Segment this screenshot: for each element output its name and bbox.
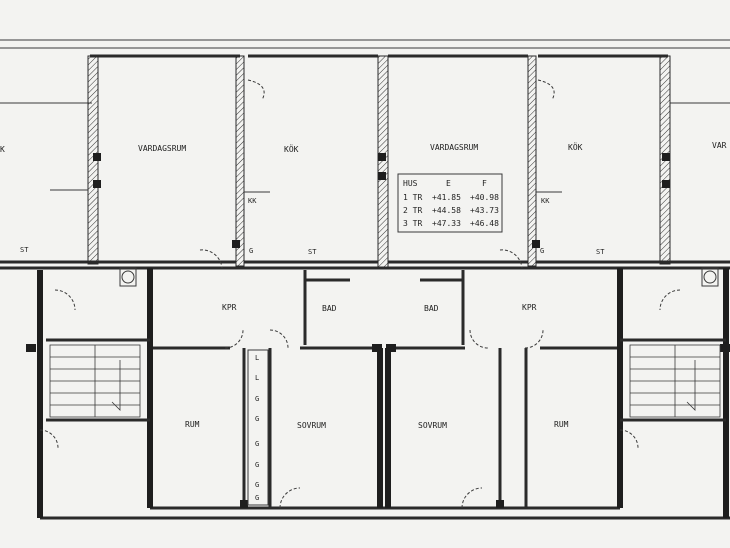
dimension-lines — [0, 39, 730, 104]
closet-label: G — [255, 440, 259, 448]
level-table-floor: 2 TR — [403, 206, 422, 215]
level-table: HUS E F 1 TR +41.85 +40.98 2 TR +44.58 +… — [397, 173, 503, 233]
label-st: ST — [596, 248, 605, 256]
room-label-bad: BAD — [424, 304, 439, 313]
room-label-vardagsrum-right-edge: VAR — [712, 141, 727, 150]
stairs-right — [629, 344, 721, 418]
level-table-header-f: F — [482, 179, 487, 188]
closet-label: G — [255, 481, 259, 489]
closet-label: G — [255, 395, 259, 403]
stairs-left — [49, 344, 141, 418]
room-label-kpr: KPR — [522, 303, 537, 312]
room-labels: K VARDAGSRUM KÖK VARDAGSRUM KÖK VAR KPR … — [0, 141, 727, 430]
room-label-sovrum: SOVRUM — [297, 421, 326, 430]
label-kk: KK — [248, 197, 257, 205]
closet-label: G — [255, 415, 259, 423]
closet-labels: L L G G G G G G — [255, 354, 259, 502]
room-label-kpr: KPR — [222, 303, 237, 312]
fixtures — [119, 267, 719, 287]
level-table-f: +46.48 — [470, 219, 499, 228]
level-table-header-e: E — [446, 179, 451, 188]
level-table-f: +40.98 — [470, 193, 499, 202]
room-label-sovrum: SOVRUM — [418, 421, 447, 430]
level-table-e: +41.85 — [432, 193, 461, 202]
closet-label: L — [255, 374, 259, 382]
label-st: ST — [20, 246, 29, 254]
level-table-floor: 3 TR — [403, 219, 422, 228]
room-label-kok-left-edge: K — [0, 145, 5, 154]
closet-label: G — [255, 461, 259, 469]
interior-walls — [0, 189, 730, 518]
closet-column — [247, 349, 269, 506]
label-st: ST — [308, 248, 317, 256]
room-label-kok: KÖK — [284, 144, 299, 154]
closet-label: L — [255, 354, 259, 362]
room-label-kok: KÖK — [568, 142, 583, 152]
room-label-rum: RUM — [554, 420, 569, 429]
room-label-rum: RUM — [185, 420, 200, 429]
level-table-floor: 1 TR — [403, 193, 422, 202]
label-g: G — [249, 247, 253, 255]
level-table-e: +47.33 — [432, 219, 461, 228]
room-label-bad: BAD — [322, 304, 337, 313]
level-table-e: +44.58 — [432, 206, 461, 215]
label-kk: KK — [541, 197, 550, 205]
label-g: G — [540, 247, 544, 255]
pillars — [26, 153, 730, 508]
level-table-header-hus: HUS — [403, 179, 418, 188]
door-swings — [39, 79, 681, 509]
level-table-f: +43.73 — [470, 206, 499, 215]
room-label-vardagsrum: VARDAGSRUM — [430, 143, 478, 152]
room-label-vardagsrum: VARDAGSRUM — [138, 144, 186, 153]
closet-label: G — [255, 494, 259, 502]
